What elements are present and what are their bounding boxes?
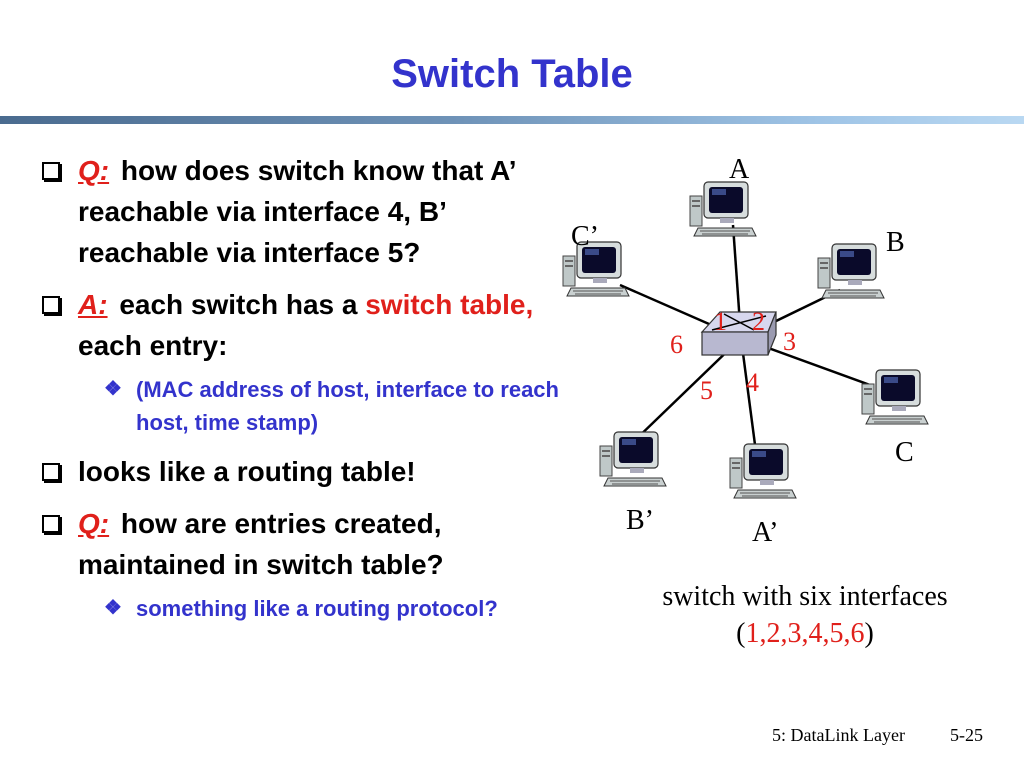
bullet-q1: Q: how does switch know that A’ reachabl…: [40, 150, 560, 273]
bullet-q2: Q: how are entries created, maintained i…: [40, 503, 560, 585]
square-bullet-icon: [42, 515, 60, 533]
interface-label-1: 1: [714, 307, 727, 336]
host-label-c-prime: C’: [571, 221, 599, 252]
host-b-computer-icon: [817, 243, 885, 299]
interface-label-4: 4: [746, 368, 759, 397]
a-text-post: each entry:: [78, 330, 228, 361]
interface-label-6: 6: [670, 330, 683, 359]
host-label-b: B: [886, 227, 905, 258]
square-bullet-icon: [42, 463, 60, 481]
diamond-bullet-icon: ❖: [104, 378, 122, 400]
link-to-b-prime: [629, 337, 742, 446]
host-a-computer-icon: [689, 181, 757, 237]
interface-label-5: 5: [700, 376, 713, 405]
q1-label: Q:: [78, 155, 110, 186]
caption-line-1: switch with six interfaces: [662, 581, 948, 612]
caption-open: (: [736, 618, 746, 649]
host-label-b-prime: B’: [626, 505, 654, 536]
caption-close: ): [864, 618, 874, 649]
bullet-routing: looks like a routing table!: [40, 451, 560, 492]
q2-label: Q:: [78, 508, 110, 539]
bullet-list: Q: how does switch know that A’ reachabl…: [40, 150, 560, 637]
switch-box: [700, 311, 777, 356]
host-b-prime-computer-icon: [599, 431, 667, 487]
b3-text: looks like a routing table!: [78, 456, 416, 487]
caption-line-2: (1,2,3,4,5,6): [600, 615, 1010, 652]
host-label-c: C: [895, 437, 914, 468]
host-a-prime-computer-icon: [729, 443, 797, 499]
diagram-caption: switch with six interfaces (1,2,3,4,5,6): [600, 578, 1010, 652]
square-bullet-icon: [42, 162, 60, 180]
interface-label-2: 2: [752, 307, 765, 336]
sub-bullet-mac: ❖ (MAC address of host, interface to rea…: [40, 373, 560, 439]
diamond-bullet-icon: ❖: [104, 597, 122, 619]
a-text-red: switch table,: [365, 289, 534, 320]
host-c-computer-icon: [861, 369, 929, 425]
sub-bullet-protocol: ❖ something like a routing protocol?: [40, 592, 560, 625]
square-bullet-icon: [42, 296, 60, 314]
title-divider: [0, 116, 1024, 124]
q2-sub-text: something like a routing protocol?: [136, 596, 498, 621]
footer-page-number: 5-25: [950, 725, 983, 745]
q1-text: how does switch know that A’ reachable v…: [78, 155, 516, 268]
switch-diagram: A B C A’ B’ C’ 1 2 3 4 5 6: [562, 154, 929, 548]
caption-numbers: 1,2,3,4,5,6: [745, 618, 865, 649]
footer-chapter: 5: DataLink Layer: [772, 725, 905, 745]
host-label-a: A: [729, 154, 750, 185]
slide-title: Switch Table: [391, 52, 633, 96]
a-text-pre: each switch has a: [119, 289, 366, 320]
a-sub-text: (MAC address of host, interface to reach…: [136, 377, 559, 435]
q2-text: how are entries created, maintained in s…: [78, 508, 444, 580]
link-to-a-prime: [739, 337, 759, 461]
host-label-a-prime: A’: [752, 517, 778, 548]
a-label: A:: [78, 289, 108, 320]
interface-label-3: 3: [783, 327, 796, 356]
bullet-a: A: each switch has a switch table, each …: [40, 284, 560, 366]
